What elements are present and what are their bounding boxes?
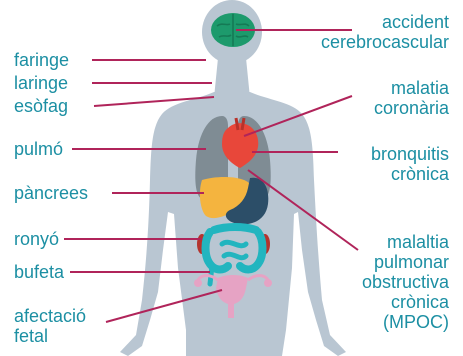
label-mpoc-line5: (MPOC) — [362, 312, 449, 332]
label-pancrees: pàncrees — [14, 183, 88, 203]
label-mpoc-line1: malaltia — [362, 232, 449, 252]
label-bronquitis-line2: crònica — [371, 164, 449, 184]
label-mpoc-line3: obstructiva — [362, 272, 449, 292]
label-bronquitis-line1: bronquitis — [371, 144, 449, 164]
label-mpoc-line4: crònica — [362, 292, 449, 312]
label-mpoc-line2: pulmonar — [362, 252, 449, 272]
label-afectacio: afectació fetal — [14, 306, 86, 346]
label-esofag: esòfag — [14, 96, 68, 116]
label-faringe: faringe — [14, 50, 69, 70]
label-bufeta: bufeta — [14, 262, 64, 282]
label-accident-line2: cerebrocascular — [321, 32, 449, 52]
label-malatia-line1: malatia — [374, 78, 449, 98]
label-accident: accident cerebrocascular — [321, 12, 449, 52]
label-mpoc: malaltia pulmonar obstructiva crònica (M… — [362, 232, 449, 332]
label-malatia-coronaria: malatia coronària — [374, 78, 449, 118]
label-ronyo: ronyó — [14, 229, 59, 249]
label-afectacio-line2: fetal — [14, 326, 86, 346]
label-accident-line1: accident — [321, 12, 449, 32]
label-pulmo: pulmó — [14, 139, 63, 159]
label-laringe: laringe — [14, 73, 68, 93]
label-bronquitis: bronquitis crònica — [371, 144, 449, 184]
label-afectacio-line1: afectació — [14, 306, 86, 326]
label-malatia-line2: coronària — [374, 98, 449, 118]
